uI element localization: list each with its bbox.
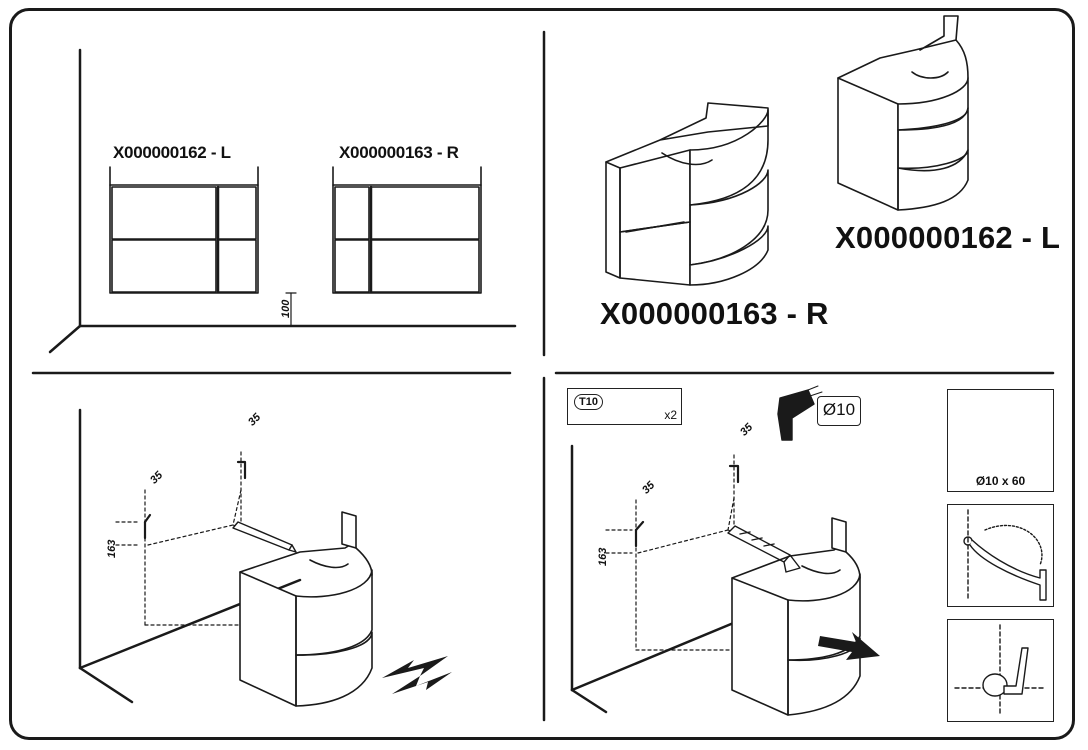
anchor-size-label: Ø10 x 60 (975, 474, 1026, 488)
right-variant-label: X000000163 - R (339, 143, 459, 162)
cabinet-front-right-variant (332, 166, 482, 294)
height-dimension: 163 (106, 539, 118, 558)
hardware-box: T10 x2 (567, 388, 682, 425)
sheet-border (9, 8, 1075, 740)
section-dividers (31, 30, 1055, 722)
hook-mounted-panel (947, 619, 1054, 722)
height-dimension-right: 163 (597, 547, 609, 566)
iso-cabinet-left-model (837, 15, 969, 211)
wall-floor-top-left (48, 48, 517, 354)
right-model-label: X000000163 - R (600, 296, 829, 331)
power-drill-icon (777, 385, 823, 441)
left-model-label: X000000162 - L (835, 220, 1061, 255)
wall-floor-bottom-right (570, 444, 762, 714)
iso-cabinet-bottom-left (239, 511, 373, 707)
bracket-marks-bottom-right (634, 464, 740, 548)
hook-mounted-art (954, 624, 1046, 716)
hardware-quantity: x2 (664, 408, 677, 422)
anchor-detail-panel: Ø10 x 60 (947, 389, 1054, 492)
bracket-marks-bottom-left (143, 460, 247, 540)
left-variant-label: X000000162 - L (113, 143, 231, 162)
push-arrow-icon (382, 656, 452, 694)
floor-clearance-value: 100 (280, 299, 292, 318)
iso-cabinet-right-model (605, 102, 769, 286)
direction-arrow-icon (818, 632, 880, 660)
floor-clearance-dimension (285, 292, 297, 327)
drill-diameter-box: Ø10 (817, 396, 861, 426)
drill-bit-icon (727, 525, 801, 573)
hook-detail-panel (947, 504, 1054, 607)
iso-cabinet-bottom-right (731, 517, 861, 716)
cabinet-front-left-variant (109, 166, 259, 294)
hook-install-art (963, 509, 1047, 601)
pencil-icon (232, 521, 297, 553)
tool-bit-badge: T10 (574, 394, 603, 410)
